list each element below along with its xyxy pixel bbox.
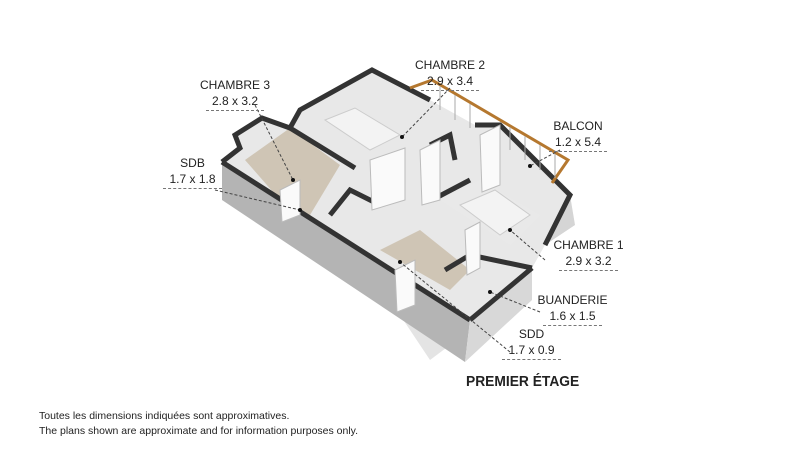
room-dims: 2.9 x 3.4	[420, 73, 480, 91]
room-dims: 1.7 x 1.8	[163, 171, 222, 189]
room-label-chambre-2: CHAMBRE 2 2.9 x 3.4	[405, 57, 495, 91]
floor-title: PREMIER ÉTAGE	[466, 373, 580, 390]
room-dims: 1.6 x 1.5	[543, 308, 602, 326]
room-name: CHAMBRE 3	[199, 78, 270, 92]
leader-lines	[214, 87, 561, 353]
disclaimer-fr: Toutes les dimensions indiquées sont app…	[39, 410, 290, 422]
room-markers	[291, 135, 532, 294]
room-name: SDB	[180, 156, 205, 170]
room-label-chambre-1: CHAMBRE 1 2.9 x 3.2	[546, 237, 631, 271]
room-dims: 2.9 x 3.2	[559, 253, 618, 271]
room-name: SDD	[518, 327, 545, 341]
room-name: BUANDERIE	[537, 293, 608, 307]
room-label-balcon: BALCON 1.2 x 5.4	[538, 118, 618, 152]
hall-floor	[380, 230, 470, 290]
room-dims: 1.2 x 5.4	[548, 134, 608, 152]
right-outer-face	[465, 268, 532, 362]
walls	[220, 67, 574, 323]
room-label-chambre-3: CHAMBRE 3 2.8 x 3.2	[190, 77, 280, 111]
room-label-sdd: SDD 1.7 x 0.9	[494, 326, 569, 360]
room-label-buanderie: BUANDERIE 1.6 x 1.5	[530, 292, 615, 326]
room-name: CHAMBRE 2	[414, 58, 485, 72]
room-name: BALCON	[553, 119, 603, 133]
bed-chambre1	[459, 189, 531, 236]
disclaimer-en: The plans shown are approximate and for …	[39, 425, 359, 437]
room-dims: 2.8 x 3.2	[205, 93, 265, 111]
bed-chambre2	[323, 107, 402, 151]
room-dims: 1.7 x 0.9	[502, 342, 561, 360]
room-name: CHAMBRE 1	[553, 238, 624, 252]
doors	[279, 124, 501, 313]
room-label-sdb: SDB 1.7 x 1.8	[155, 155, 230, 189]
chambre3-floor	[245, 128, 340, 215]
